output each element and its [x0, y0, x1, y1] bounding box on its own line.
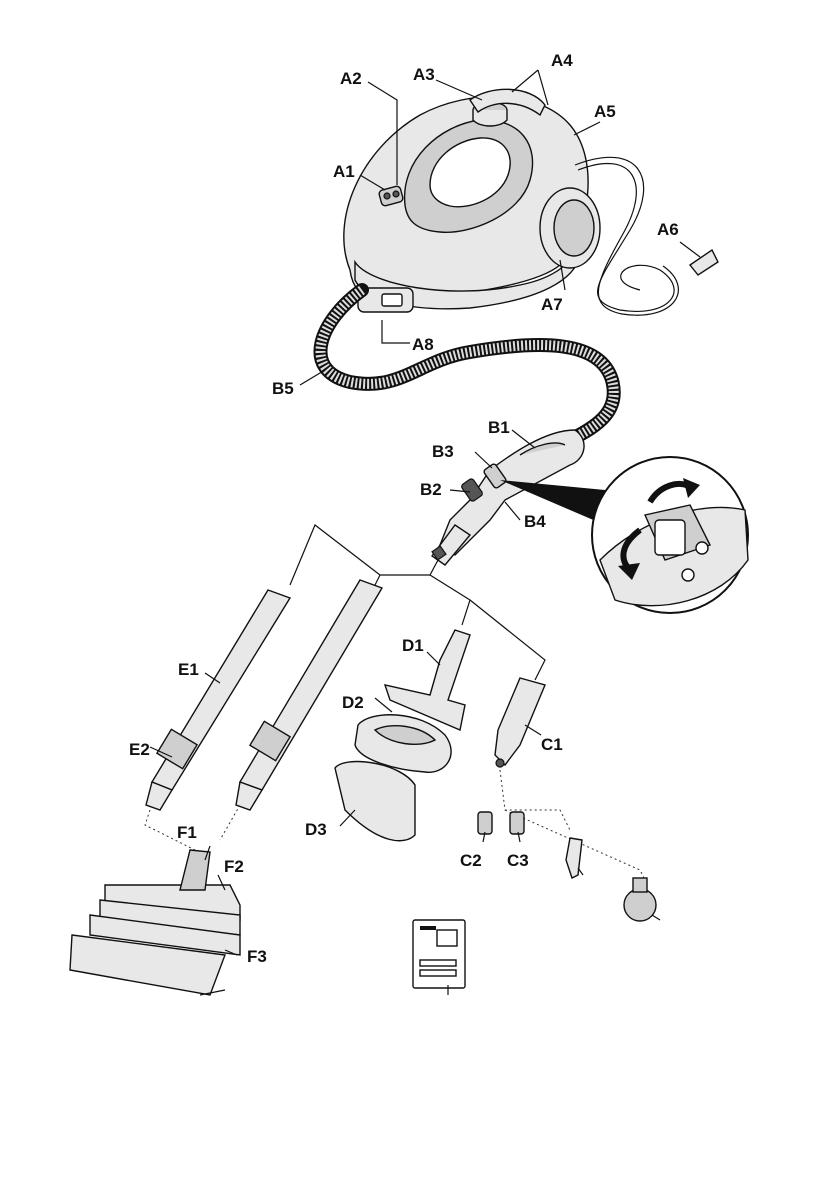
- label-e1: E1: [178, 660, 199, 679]
- operating-manual: [413, 920, 465, 988]
- label-b1: B1: [488, 418, 510, 437]
- label-a7: A7: [541, 295, 563, 314]
- label-a8: A8: [412, 335, 434, 354]
- steam-cleaner-body: [344, 89, 600, 312]
- round-brushes: [478, 812, 656, 921]
- label-a4: A4: [551, 51, 573, 70]
- zoom-pointer: [500, 480, 605, 525]
- label-e2: E2: [129, 740, 150, 759]
- label-a1: A1: [333, 162, 355, 181]
- label-c3: C3: [507, 851, 529, 870]
- label-d3: D3: [305, 820, 327, 839]
- switch-detail-zoom: [592, 457, 748, 613]
- label-b3: B3: [432, 442, 454, 461]
- floor-nozzle: [70, 850, 240, 995]
- label-a5: A5: [594, 102, 616, 121]
- label-b2: B2: [420, 480, 442, 499]
- label-b4: B4: [524, 512, 546, 531]
- label-a3: A3: [413, 65, 435, 84]
- label-d1: D1: [402, 636, 424, 655]
- label-c2: C2: [460, 851, 482, 870]
- label-a2: A2: [340, 69, 362, 88]
- label-f3: F3: [247, 947, 267, 966]
- microfibre-cover: [335, 762, 415, 841]
- label-f2: F2: [224, 857, 244, 876]
- label-b5: B5: [272, 379, 294, 398]
- label-c1: C1: [541, 735, 563, 754]
- label-d2: D2: [342, 693, 364, 712]
- point-jet-nozzle: [495, 678, 545, 767]
- label-a6: A6: [657, 220, 679, 239]
- label-f1: F1: [177, 823, 197, 842]
